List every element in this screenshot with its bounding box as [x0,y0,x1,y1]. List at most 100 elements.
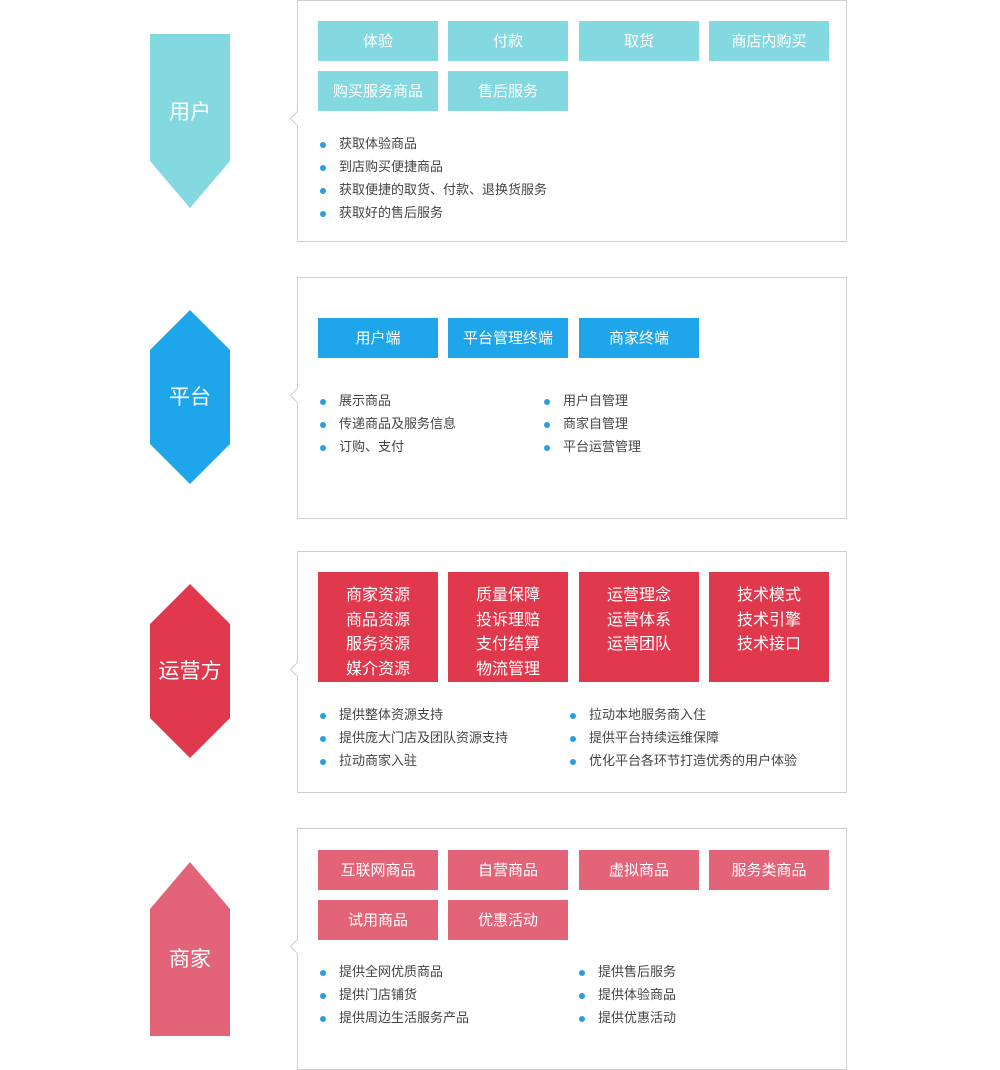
user-panel-pointer [289,110,306,127]
platform-badge-label: 平台 [169,385,211,409]
list-item: 订购、支付 [319,436,456,459]
merchant-tag-service-goods: 服务类商品 [709,850,829,890]
list-item: 提供周边生活服务产品 [319,1007,469,1030]
bullet-text: 拉动商家入驻 [339,754,418,769]
bullet-text: 获取便捷的取货、付款、退换货服务 [339,183,548,198]
tag-line: 技术引擎 [736,609,801,629]
list-item: 提供售后服务 [578,961,676,984]
list-item: 提供全网优质商品 [319,961,469,984]
tag-line: 商品资源 [345,609,410,629]
list-item: 商家自管理 [543,413,641,436]
merchant-arrow-fill [150,862,230,1036]
merchant-panel-pointer [289,938,306,955]
tag-line: 支付结算 [475,634,540,653]
bullet-text: 到店购买便捷商品 [339,160,444,175]
operator-hexagon-fill [150,584,230,758]
bullet-text: 提供售后服务 [598,965,677,980]
list-item: 提供优惠活动 [578,1007,676,1030]
list-item: 提供整体资源支持 [319,704,508,727]
tag-line: 服务资源 [345,634,410,653]
list-item: 获取便捷的取货、付款、退换货服务 [319,179,547,202]
bullet-text: 传递商品及服务信息 [339,417,457,432]
platform-hexagon-fill [150,310,230,484]
bullet-dot [579,1016,585,1022]
platform-tag-user-end: 用户端 [318,318,438,358]
operator-tag-guarantee: 质量保障 投诉理赔 支付结算 物流管理 [448,572,568,682]
bullet-dot [570,713,576,719]
bullet-dot [320,993,326,999]
list-item: 优化平台各环节打造优秀的用户体验 [569,750,797,773]
bullet-text: 用户自管理 [563,394,629,409]
tag-line: 技术接口 [736,634,801,653]
tag-line: 投诉理赔 [475,609,540,629]
list-item: 到店购买便捷商品 [319,156,547,179]
user-arrow-shape [150,34,230,208]
merchant-bullet-list-right: 提供售后服务 提供体验商品 提供优惠活动 [578,961,676,1030]
list-item: 传递商品及服务信息 [319,413,456,436]
operator-panel: 商家资源 商品资源 服务资源 媒介资源 质量保障 投诉理赔 支付结算 物流管理 … [289,551,847,793]
bullet-dot [544,399,550,405]
user-panel: 体验 付款 取货 商店内购买 购买服务商品 售后服务 获取体验商品 到店购买便捷… [289,0,847,242]
bullet-dot [544,422,550,428]
platform-bullet-list-left: 展示商品 传递商品及服务信息 订购、支付 [319,390,456,459]
merchant-arrow-shape [150,862,230,1036]
tag-line: 商家资源 [345,585,410,604]
operator-badge-label: 运营方 [158,659,222,683]
platform-tag-admin-terminal: 平台管理终端 [448,318,568,358]
platform-panel: 用户端 平台管理终端 商家终端 展示商品 传递商品及服务信息 订购、支付 用户自… [289,277,847,519]
list-item: 拉动本地服务商入住 [569,704,797,727]
tag-line: 质量保障 [475,585,540,604]
bullet-dot [320,736,326,742]
bullet-dot [320,211,326,217]
bullet-text: 优化平台各环节打造优秀的用户体验 [589,754,798,769]
operator-tag-resources: 商家资源 商品资源 服务资源 媒介资源 [318,572,438,682]
bullet-text: 提供优惠活动 [598,1011,677,1026]
operator-bullet-list-left: 提供整体资源支持 提供庞大门店及团队资源支持 拉动商家入驻 [319,704,508,773]
platform-badge: 平台 [150,310,230,484]
bullet-text: 提供平台持续运维保障 [589,731,720,746]
operator-badge: 运营方 [150,584,230,758]
list-item: 提供门店铺货 [319,984,469,1007]
list-item: 平台运营管理 [543,436,641,459]
bullet-dot [320,445,326,451]
tag-line: 技术模式 [736,585,801,604]
bullet-dot [320,713,326,719]
bullet-dot [570,736,576,742]
user-badge-label: 用户 [169,100,211,124]
operator-hexagon-shape [150,584,230,758]
bullet-dot [320,759,326,765]
bullet-dot [544,445,550,451]
list-item: 提供庞大门店及团队资源支持 [319,727,508,750]
list-item: 展示商品 [319,390,456,413]
platform-panel-pointer [289,387,306,404]
bullet-dot [579,993,585,999]
bullet-text: 订购、支付 [339,440,405,455]
tag-line: 运营理念 [606,585,671,604]
tag-line: 物流管理 [475,658,540,678]
merchant-tag-trial-goods: 试用商品 [318,900,438,940]
user-badge: 用户 [150,34,230,208]
user-tag-pickup: 取货 [579,21,699,61]
bullet-dot [320,970,326,976]
merchant-badge-label: 商家 [169,947,211,971]
user-tag-buy-service: 购买服务商品 [318,71,438,111]
bullet-text: 拉动本地服务商入住 [589,708,707,723]
bullet-dot [320,188,326,194]
operator-bullet-list-right: 拉动本地服务商入住 提供平台持续运维保障 优化平台各环节打造优秀的用户体验 [569,704,797,773]
user-arrow-fill [150,34,230,208]
operator-tag-operations: 运营理念 运营体系 运营团队 [579,572,699,682]
bullet-text: 提供周边生活服务产品 [339,1011,470,1026]
list-item: 用户自管理 [543,390,641,413]
merchant-bullet-list-left: 提供全网优质商品 提供门店铺货 提供周边生活服务产品 [319,961,469,1030]
bullet-dot [320,422,326,428]
bullet-text: 获取好的售后服务 [339,206,444,221]
list-item: 获取体验商品 [319,133,547,156]
list-item: 提供平台持续运维保障 [569,727,797,750]
list-item: 拉动商家入驻 [319,750,508,773]
platform-bullet-list-right: 用户自管理 商家自管理 平台运营管理 [543,390,641,459]
user-tag-payment: 付款 [448,21,568,61]
tag-line: 运营团队 [606,634,671,653]
bullet-dot [579,970,585,976]
tag-line: 运营体系 [606,609,671,629]
bullet-dot [320,1016,326,1022]
